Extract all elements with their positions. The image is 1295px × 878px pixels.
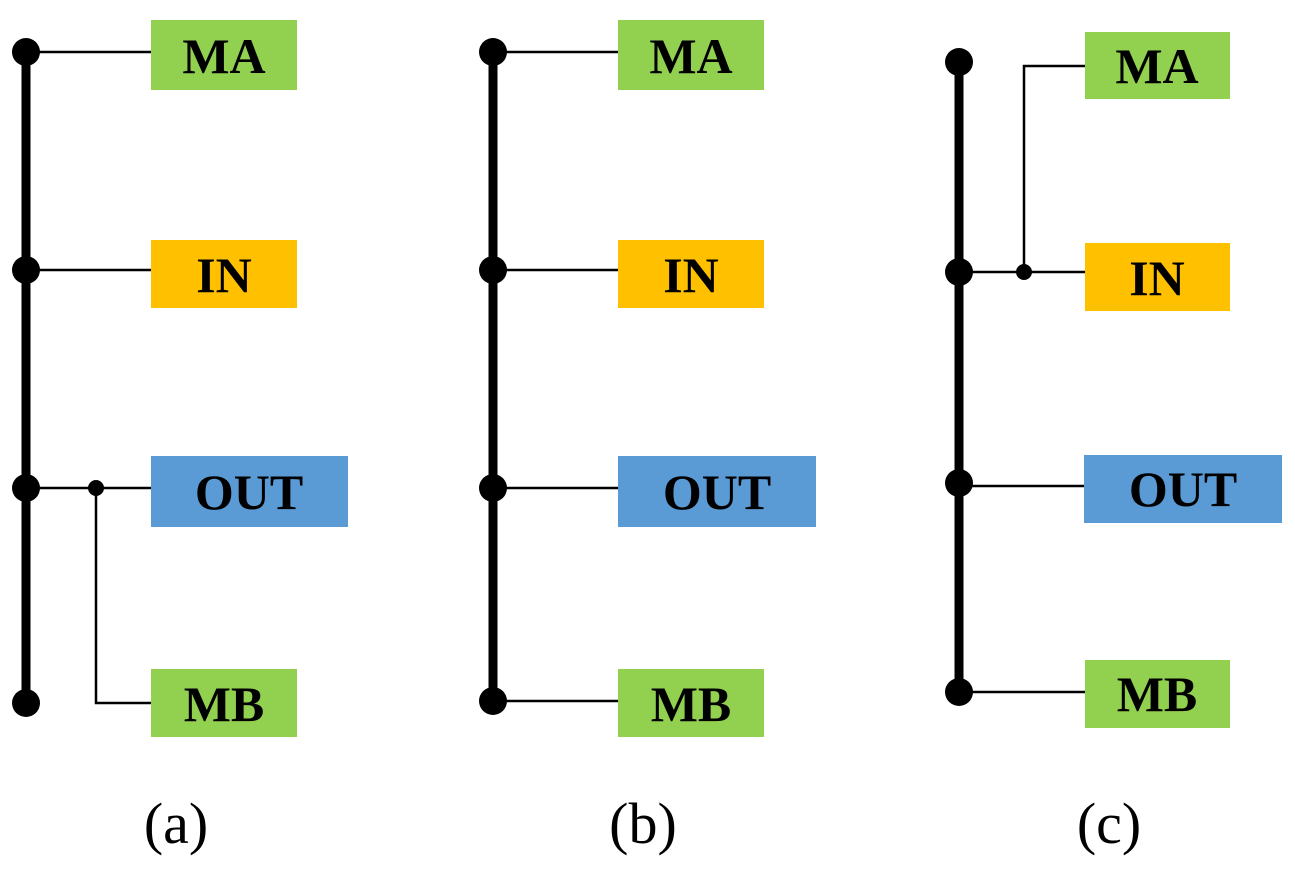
panel-c-box-in-fill [1085,243,1230,311]
panel-a-box-out-label: OUT [195,464,303,520]
panel-a-box-in: IN [151,240,297,308]
panel-b-caption: (b) [609,791,677,856]
panel-a-box-ma: MA [151,20,297,90]
panel-c-caption: (c) [1077,791,1141,856]
panel-b: MA IN OUT MB (b) [479,20,816,856]
panel-b-box-ma: MA [618,20,764,90]
panel-b-box-in-label: IN [663,247,719,303]
panel-c-wire-ma [1022,64,1085,272]
panel-a-bus-end-node [12,689,40,717]
panel-a-box-in-fill [151,240,297,308]
panel-c-box-out: OUT [1084,455,1282,523]
panel-c-box-in-label: IN [1129,250,1185,306]
panel-b-box-out-fill [618,456,816,527]
panel-c: MA IN OUT MB (c) [945,32,1282,856]
panel-a-box-mb: MB [151,669,297,737]
panel-a-junction-out-mb [88,480,104,496]
panel-b-box-out: OUT [618,456,816,527]
panel-b-box-ma-label: MA [649,28,732,84]
panel-a-box-mb-label: MB [184,676,265,732]
panel-b-box-in: IN [618,240,764,308]
panel-b-box-in-fill [618,240,764,308]
panel-a-box-in-label: IN [196,247,252,303]
panel-a: MA IN OUT MB (a) [12,20,348,856]
panel-c-box-ma-fill [1085,32,1230,99]
panel-b-box-out-label: OUT [663,464,771,520]
panel-c-box-out-label: OUT [1129,461,1237,517]
panel-a-box-out: OUT [151,456,348,527]
panel-b-box-ma-fill [618,20,764,90]
panel-a-box-ma-fill [151,20,297,90]
panel-c-box-mb-label: MB [1117,666,1198,722]
panel-c-bus-top-node [945,48,973,76]
panel-c-box-in: IN [1085,243,1230,311]
panel-c-box-mb: MB [1085,660,1230,728]
panel-c-box-mb-fill [1085,660,1230,728]
panel-c-box-ma: MA [1085,32,1230,99]
panel-c-bus-node-out [945,469,973,497]
panel-a-box-ma-label: MA [182,28,265,84]
panel-a-box-mb-fill [151,669,297,737]
panel-b-box-mb-fill [618,669,764,737]
panel-b-box-mb-label: MB [651,676,732,732]
panel-b-box-mb: MB [618,669,764,737]
panel-a-caption: (a) [144,791,208,856]
panel-c-box-out-fill [1084,455,1282,523]
panel-a-box-out-fill [151,456,348,527]
panel-a-wire-mb [94,488,151,705]
panel-c-box-ma-label: MA [1115,38,1198,94]
panel-c-junction-in-ma [1016,264,1032,280]
